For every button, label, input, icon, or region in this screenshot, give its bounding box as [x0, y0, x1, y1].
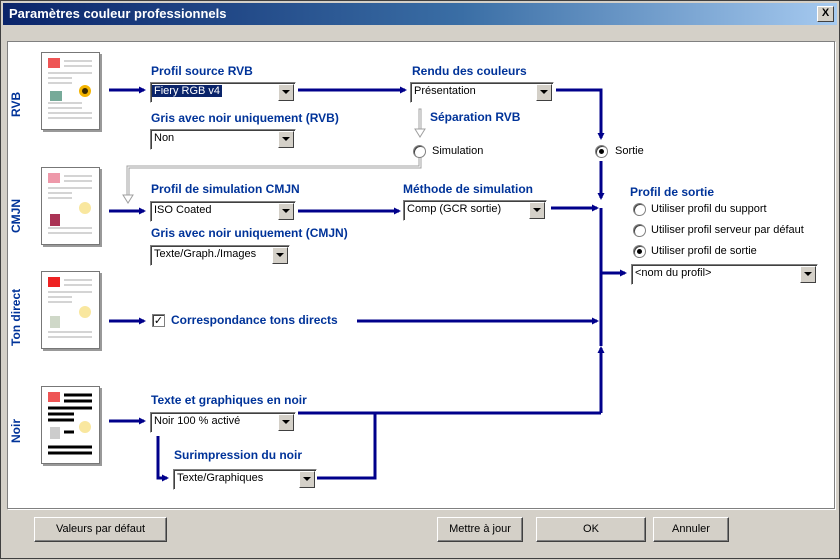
chevron-down-icon[interactable] — [278, 131, 294, 148]
black-overprint-label: Surimpression du noir — [174, 448, 303, 462]
chevron-down-icon[interactable] — [278, 203, 294, 220]
simulation-method-select[interactable]: Comp (GCR sortie) — [403, 200, 547, 221]
chevron-down-icon[interactable] — [278, 84, 294, 101]
simulation-method-label: Méthode de simulation — [403, 182, 534, 196]
rvb-gray-select[interactable]: Non — [150, 129, 296, 150]
black-text-value: Noir 100 % activé — [154, 415, 241, 427]
row-label-ton-direct: Ton direct — [9, 288, 23, 346]
black-text-select[interactable]: Noir 100 % activé — [150, 412, 296, 433]
rvb-gray-label: Gris avec noir uniquement (RVB) — [151, 111, 339, 125]
noir-document-icon — [41, 386, 100, 464]
output-option-radio-2[interactable] — [633, 245, 646, 258]
cmjn-gray-select[interactable]: Texte/Graph./Images — [150, 245, 290, 266]
output-profile-select[interactable]: <nom du profil> — [631, 264, 818, 285]
output-profile-label: Profil de sortie — [630, 185, 715, 199]
close-button[interactable]: X — [817, 6, 834, 22]
chevron-down-icon[interactable] — [278, 414, 294, 431]
cmjn-gray-value: Texte/Graph./Images — [154, 248, 257, 260]
output-profile-value: <nom du profil> — [635, 267, 712, 279]
rendering-value: Présentation — [414, 85, 476, 97]
rvb-source-profile-value: Fiery RGB v4 — [152, 85, 223, 97]
chevron-down-icon[interactable] — [536, 84, 552, 101]
black-text-label: Texte et graphiques en noir — [151, 393, 307, 407]
output-option-label: Sortie — [615, 145, 644, 157]
output-option-label-0: Utiliser profil du support — [651, 203, 767, 215]
output-option-radio-1[interactable] — [633, 224, 646, 237]
defaults-button[interactable]: Valeurs par défaut — [34, 517, 167, 542]
cmjn-gray-label: Gris avec noir uniquement (CMJN) — [151, 226, 348, 240]
spot-match-checkbox[interactable]: ✓ — [152, 314, 165, 327]
rvb-source-profile-label: Profil source RVB — [151, 64, 253, 78]
title-bar[interactable]: Paramètres couleur professionnels X — [3, 3, 837, 25]
cmjn-document-icon — [41, 167, 100, 245]
rvb-source-profile-select[interactable]: Fiery RGB v4 — [150, 82, 296, 103]
chevron-down-icon[interactable] — [800, 266, 816, 283]
black-overprint-value: Texte/Graphiques — [177, 472, 264, 484]
chevron-down-icon[interactable] — [529, 202, 545, 219]
window-title: Paramètres couleur professionnels — [9, 6, 227, 21]
rvb-gray-value: Non — [154, 132, 175, 144]
rvb-separation-label: Séparation RVB — [430, 110, 521, 124]
rendering-select[interactable]: Présentation — [410, 82, 554, 103]
chevron-down-icon[interactable] — [299, 471, 315, 488]
simulation-radio[interactable] — [413, 145, 426, 158]
chevron-down-icon[interactable] — [272, 247, 288, 264]
rvb-document-icon — [41, 52, 100, 130]
ton-direct-document-icon — [41, 271, 100, 349]
row-label-cmjn: CMJN — [9, 198, 23, 233]
ok-button[interactable]: OK — [536, 517, 646, 542]
output-option-radio-0[interactable] — [633, 203, 646, 216]
simulation-option-label: Simulation — [432, 145, 484, 157]
output-radio[interactable] — [595, 145, 608, 158]
spot-match-label[interactable]: Correspondance tons directs — [171, 313, 338, 327]
output-option-label-2: Utiliser profil de sortie — [651, 245, 757, 257]
simulation-method-value: Comp (GCR sortie) — [407, 203, 502, 215]
rendering-label: Rendu des couleurs — [412, 64, 527, 78]
row-label-noir: Noir — [9, 419, 23, 443]
output-option-label-1: Utiliser profil serveur par défaut — [651, 224, 804, 236]
cmjn-simulation-profile-value: ISO Coated — [154, 204, 212, 216]
row-label-rvb: RVB — [9, 91, 23, 117]
black-overprint-select[interactable]: Texte/Graphiques — [173, 469, 317, 490]
cmjn-simulation-profile-label: Profil de simulation CMJN — [151, 182, 300, 196]
update-button[interactable]: Mettre à jour — [437, 517, 523, 542]
cancel-button[interactable]: Annuler — [653, 517, 729, 542]
cmjn-simulation-profile-select[interactable]: ISO Coated — [150, 201, 296, 222]
